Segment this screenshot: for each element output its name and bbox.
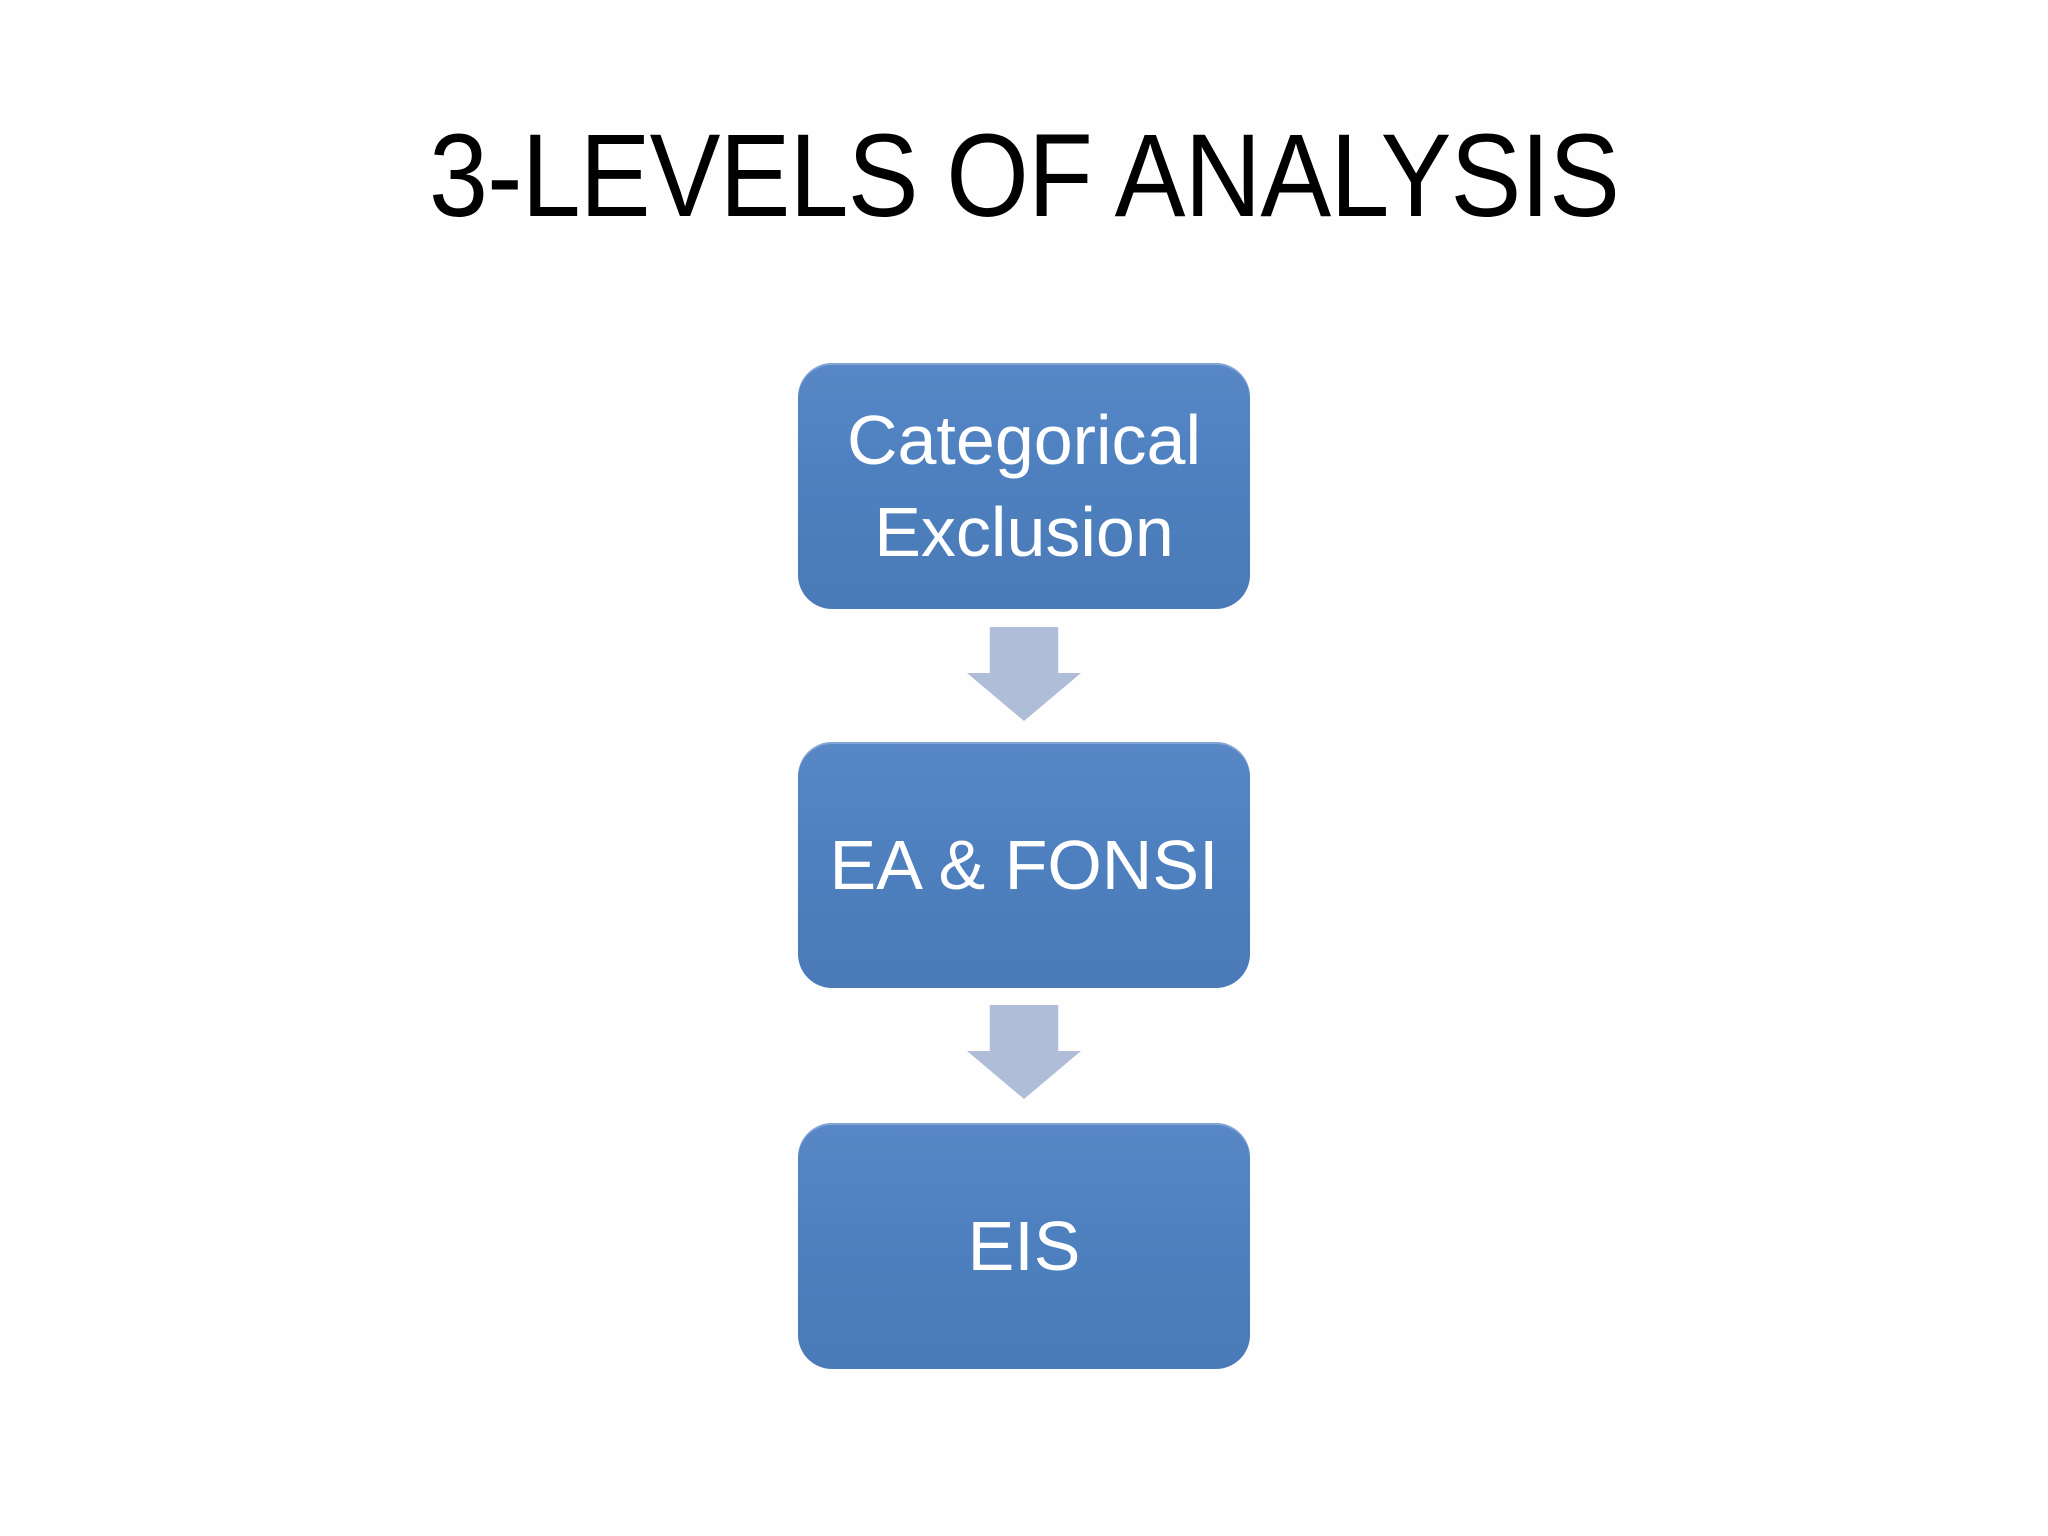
flow-node-categorical-exclusion: Categorical Exclusion [798, 363, 1250, 609]
down-arrow-icon [967, 627, 1081, 721]
flow-node-label: EIS [967, 1206, 1081, 1285]
flow-node-label: EA & FONSI [829, 825, 1219, 904]
flow-node-eis: EIS [798, 1123, 1250, 1369]
flow-node-label: Categorical Exclusion [846, 400, 1202, 571]
flow-node-ea-fonsi: EA & FONSI [798, 742, 1250, 988]
slide-title: 3-LEVELS OF ANALYSIS [428, 110, 1620, 242]
down-arrow-icon [967, 1005, 1081, 1099]
